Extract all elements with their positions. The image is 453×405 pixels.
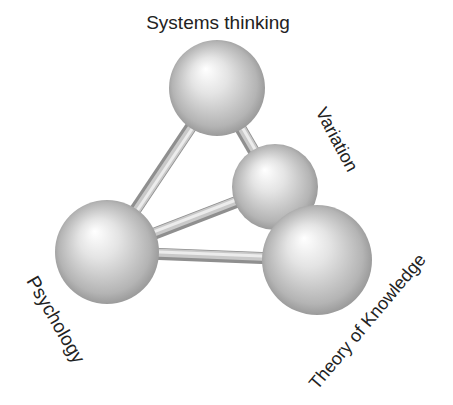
sphere-node: Theory of Knowledge [262, 205, 372, 315]
sphere-shape [55, 200, 159, 304]
sphere-node: Systems thinking [169, 40, 265, 136]
rod-connector [153, 252, 268, 258]
sphere-node: Psychology [55, 200, 159, 304]
sphere-shape [169, 40, 265, 136]
sphere [262, 205, 372, 315]
rod-stroke [133, 123, 194, 214]
sphere [55, 200, 159, 304]
rod-stroke [153, 252, 268, 256]
sphere-label: Systems thinking [146, 13, 290, 34]
rod-stroke [153, 253, 268, 257]
rod-connector [149, 198, 240, 235]
rod-stroke [149, 198, 240, 233]
sphere-shape [262, 205, 372, 315]
rod-stroke [149, 199, 240, 234]
sphere [169, 40, 265, 136]
rod-stroke [134, 124, 195, 215]
rod-connector [133, 123, 196, 215]
sphere-label: Variation [311, 105, 361, 176]
rod-stroke [134, 124, 195, 215]
